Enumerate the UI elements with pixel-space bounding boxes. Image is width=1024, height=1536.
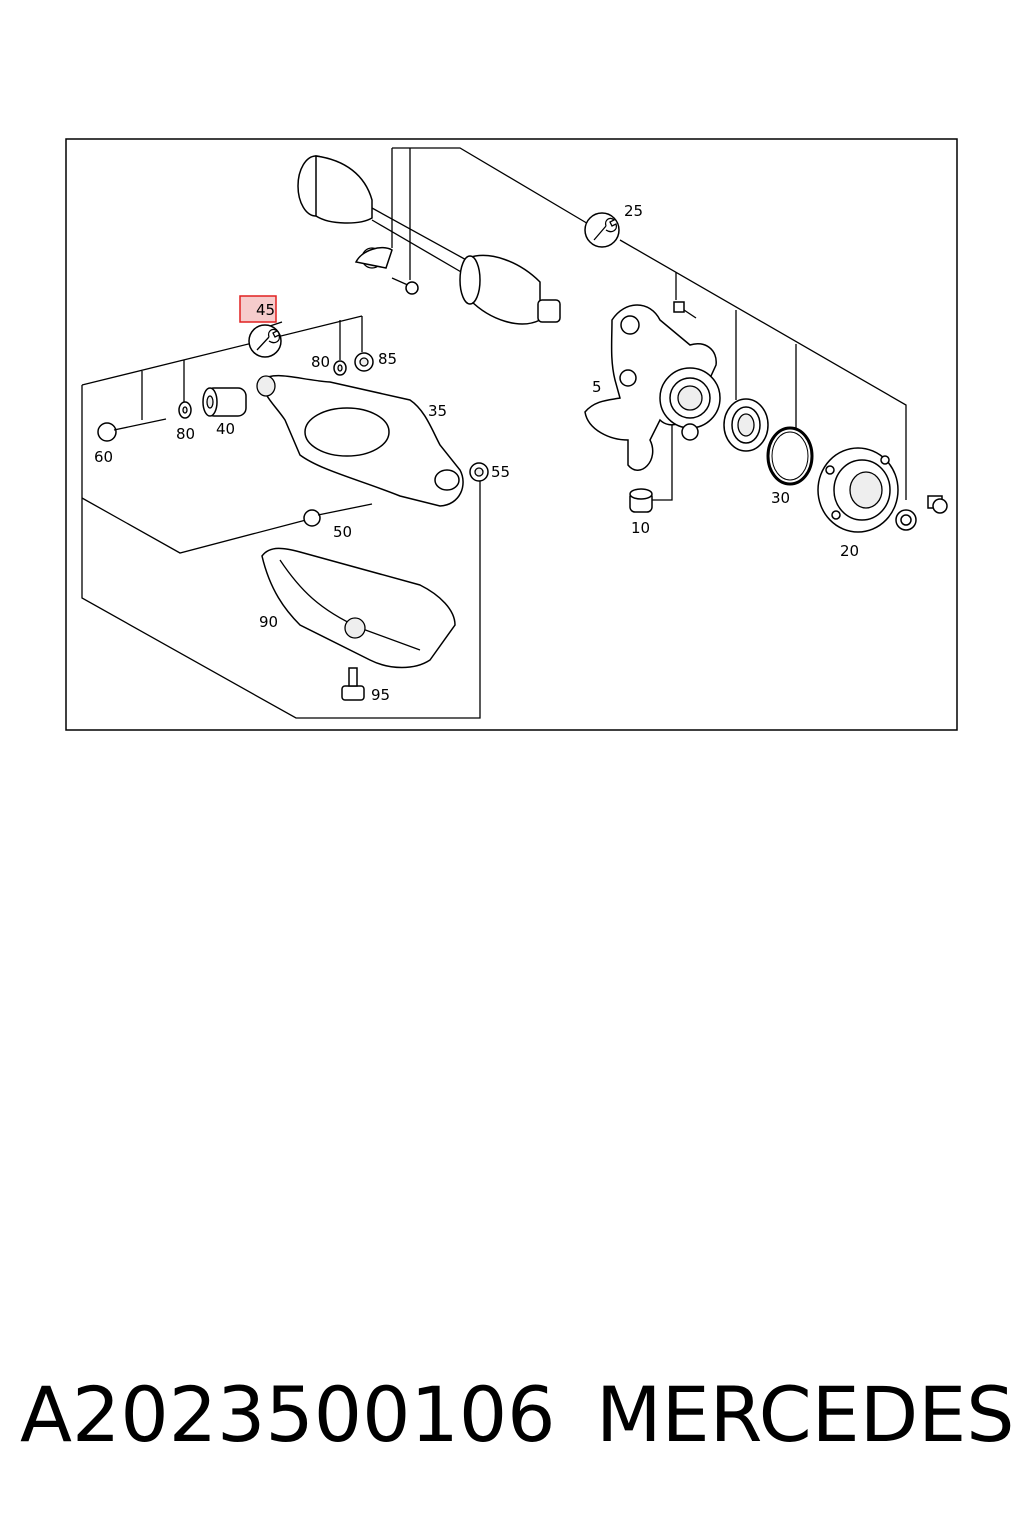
washer (333, 360, 347, 376)
callout-label: 5 (592, 378, 602, 396)
callout-label: 25 (624, 202, 643, 220)
wheel-bearing (723, 398, 769, 452)
drain-plug (341, 667, 365, 701)
underbody-cover (261, 547, 456, 669)
brand-name: MERCEDES (596, 1370, 1015, 1459)
parts-diagram: 45 5 10 20 25 30 35 40 50 55 60 80 80 85… (65, 138, 958, 731)
leader-lines (81, 147, 907, 719)
nut (469, 462, 489, 482)
bushing (629, 488, 653, 513)
part-number: A2023500106 (20, 1370, 556, 1459)
footer: A2023500106 MERCEDES (0, 1370, 1024, 1480)
callout-label: 40 (216, 420, 235, 438)
callout-label: 55 (491, 463, 510, 481)
callout-label: 80 (176, 425, 195, 443)
wrench-icon (584, 212, 620, 248)
callout-label: 50 (333, 523, 352, 541)
callout-label: 95 (371, 686, 390, 704)
callout-label: 60 (94, 448, 113, 466)
wheel-hub (817, 447, 899, 533)
diagram-frame (65, 138, 958, 731)
callout-label: 10 (631, 519, 650, 537)
shaft-bolt (391, 277, 419, 295)
hub-bolt (927, 495, 948, 514)
washer (178, 401, 192, 419)
drive-shaft (297, 155, 561, 325)
callout-highlight-label: 45 (256, 301, 275, 319)
callout-label: 30 (771, 489, 790, 507)
highlight-box (239, 295, 277, 323)
steering-knuckle (584, 304, 721, 471)
callout-label: 35 (428, 402, 447, 420)
callout-label: 90 (259, 613, 278, 631)
callout-label: 20 (840, 542, 859, 560)
control-arm (256, 374, 464, 507)
wrench-icon (248, 324, 282, 358)
callout-label: 80 (311, 353, 330, 371)
hub-nut (895, 509, 917, 531)
knuckle-bolt (673, 301, 697, 319)
control-arm-bushing (202, 387, 247, 417)
callout-label: 85 (378, 350, 397, 368)
circlip (766, 426, 814, 486)
long-bolt (97, 418, 167, 442)
nut (354, 352, 374, 372)
mounting-bolt (303, 503, 373, 527)
